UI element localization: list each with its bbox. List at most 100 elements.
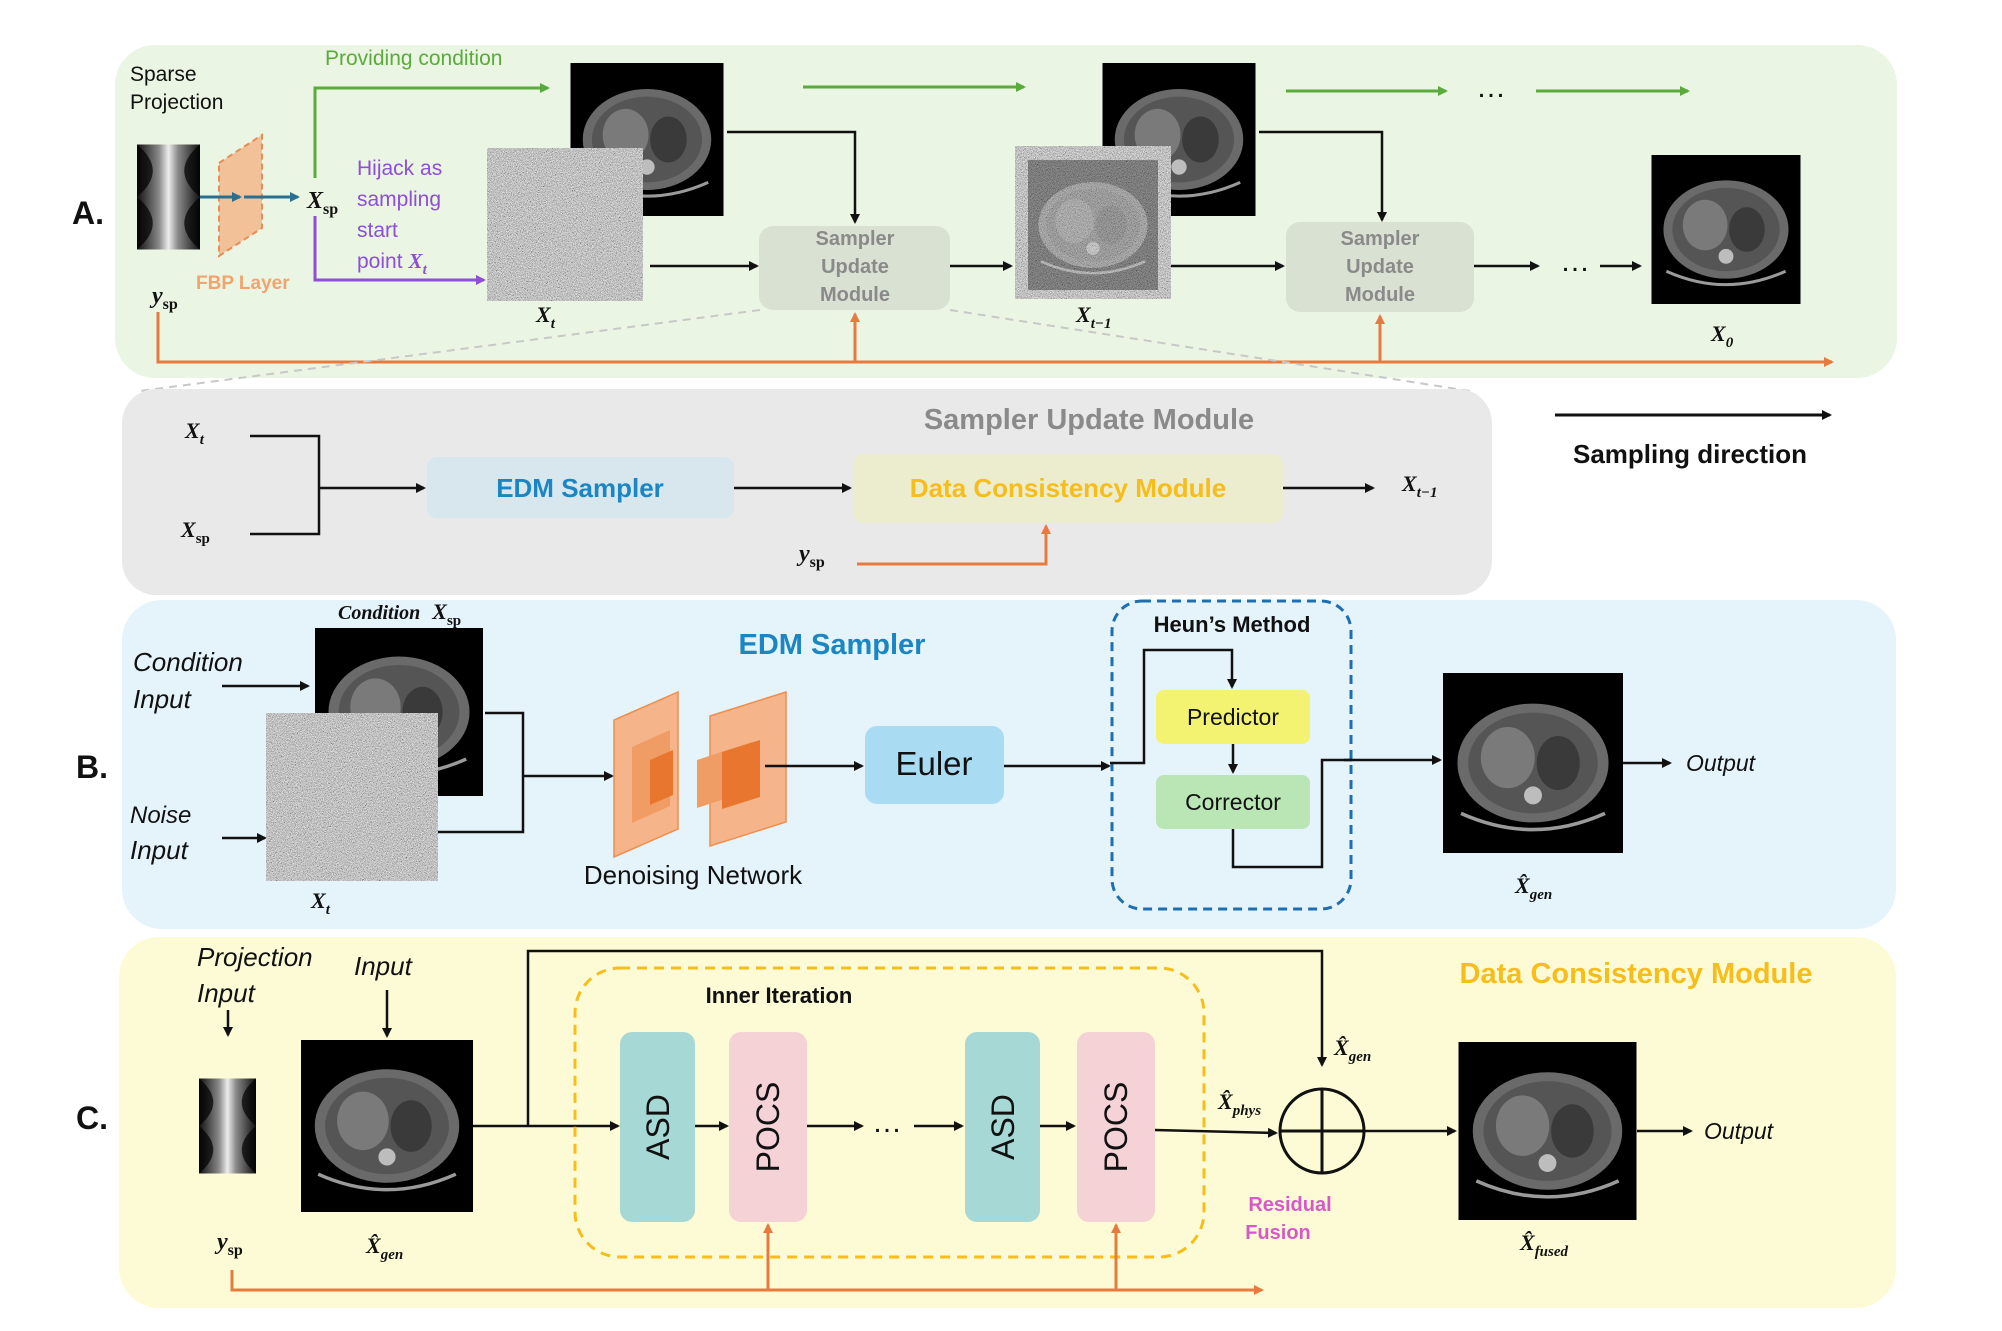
panel-a-background: [115, 45, 1897, 378]
y-sp-caption-c: ysp: [214, 1229, 243, 1259]
sum-xt-symbol: Xt: [184, 418, 205, 448]
orange-ysp-line-c: [230, 1270, 1264, 1295]
x-t1-caption: Xt−1: [1075, 302, 1111, 332]
heun-route-to-predictor: [1110, 648, 1237, 765]
xgen-caption-b: X̂gen: [1514, 873, 1552, 903]
sampler-update-module-2: [1286, 222, 1474, 312]
condition-input-label-2: Input: [133, 684, 193, 714]
panel-b-title: EDM Sampler: [739, 629, 926, 661]
hijack-label-1: Hijack as: [357, 157, 442, 180]
panel-b-letter: B.: [76, 749, 108, 785]
asd-box-2: [965, 1032, 1040, 1222]
ellipsis-c: …: [872, 1106, 902, 1139]
noise-input-label-1: Noise: [130, 802, 191, 829]
pocs-label-2: POCS: [1098, 1082, 1134, 1173]
asd-box-1: [620, 1032, 695, 1222]
y-sp-symbol: ysp: [149, 283, 178, 313]
skip-connection: [526, 949, 1327, 1126]
xgen-caption-c: X̂gen: [365, 1233, 403, 1263]
ct-output-x0: [1650, 155, 1802, 304]
denoising-network-icon: [613, 690, 787, 859]
x-phys-caption: X̂phys: [1217, 1089, 1261, 1119]
sum-xt-bracket: [250, 434, 321, 536]
x-0-caption: X0: [1710, 321, 1734, 351]
asd-label-2: ASD: [985, 1094, 1021, 1160]
corrector-label: Corrector: [1185, 789, 1281, 815]
x-t-caption-b: Xt: [310, 888, 331, 918]
noisy-image-xt: [487, 148, 643, 301]
projection-input-label-2: Input: [197, 978, 257, 1008]
residual-fusion-symbol: [1278, 1087, 1366, 1175]
residual-fusion-label-1: Residual: [1248, 1194, 1331, 1216]
sampler-update-module-1: [759, 226, 950, 310]
heuns-method-box: [1110, 599, 1353, 911]
pocs-label-1: POCS: [750, 1082, 786, 1173]
inner-iteration-box: [573, 966, 1206, 1259]
orange-ysp-line: [156, 312, 1834, 367]
output-label-b: Output: [1686, 750, 1757, 776]
zoom-line-left: [139, 309, 761, 392]
output-label-c: Output: [1704, 1118, 1775, 1144]
sampler-update-module-2-line1: Sampler: [1341, 228, 1420, 250]
euler-box: [865, 726, 1004, 804]
hijack-label-2: sampling: [357, 188, 441, 211]
ellipsis-top: …: [1476, 71, 1506, 104]
ct-faint-overlay: [1026, 160, 1160, 290]
ellipsis-bottom: …: [1560, 245, 1590, 278]
pocs-box-2: [1077, 1032, 1155, 1222]
corrector-box: [1156, 775, 1310, 829]
pocs-box-1: [729, 1032, 807, 1222]
sum-detail-title: Sampler Update Module: [924, 404, 1254, 436]
inner-iteration-label: Inner Iteration: [706, 983, 853, 1008]
heun-route-out: [1231, 758, 1352, 869]
sampling-direction-label: Sampling direction: [1573, 439, 1807, 469]
sum-dcm-label: Data Consistency Module: [910, 473, 1226, 503]
x-gen-caption-fusion: X̂gen: [1333, 1035, 1371, 1065]
zoom-line-right: [949, 309, 1471, 392]
x-sp-symbol: Xsp: [306, 188, 338, 218]
sum-xt1-symbol: Xt−1: [1401, 471, 1437, 501]
hijack-label-3: start: [357, 219, 398, 242]
denoising-network-label: Denoising Network: [584, 860, 803, 890]
b-cond-connector: [485, 711, 525, 776]
residual-fusion-label-2: Fusion: [1245, 1222, 1311, 1244]
panel-c-title: Data Consistency Module: [1460, 958, 1813, 990]
sampler-update-module-2-line3: Module: [1345, 284, 1415, 306]
sampler-update-module-1-line1: Sampler: [816, 228, 895, 250]
arrow-cond-to-sampler-1: [727, 130, 860, 224]
b-noise-connector: [438, 776, 525, 834]
panel-c-letter: C.: [76, 1100, 108, 1136]
asd-label-1: ASD: [640, 1094, 676, 1160]
projection-input-label-1: Projection: [197, 942, 313, 972]
sampler-update-module-1-line2: Update: [821, 256, 889, 278]
arrow-pocs2-to-fusion: [1154, 1127, 1278, 1138]
hijack-arrow: [313, 216, 486, 285]
sum-ysp-symbol: ysp: [796, 541, 825, 571]
x-t-caption: Xt: [535, 302, 556, 332]
sum-edm-sampler-box: [427, 457, 734, 518]
noise-image-b: [266, 713, 438, 881]
euler-label: Euler: [895, 745, 972, 782]
arrow-cond-to-sampler-2: [1259, 130, 1387, 222]
sum-dcm-box: [853, 454, 1283, 523]
x-fused-caption: X̂fused: [1519, 1230, 1569, 1260]
providing-condition-label: Providing condition: [325, 47, 502, 70]
ct-xgen-image-b: [1443, 673, 1623, 853]
sum-xsp-symbol: Xsp: [180, 517, 210, 547]
ct-xfused-image: [1458, 1042, 1637, 1220]
noise-input-label-2: Input: [130, 835, 190, 865]
projection-sinogram-c: [199, 1078, 256, 1174]
sparse-projection-label-2: Projection: [130, 91, 223, 114]
sum-orange-arrow: [857, 524, 1051, 566]
input-label-c: Input: [354, 951, 414, 981]
predictor-box: [1156, 690, 1310, 744]
providing-condition-arrow: [313, 83, 550, 178]
ct-xgen-image-c: [301, 1040, 473, 1212]
sum-detail-background: [122, 389, 1492, 595]
fbp-layer-label: FBP Layer: [196, 273, 290, 294]
condition-input-label-1: Condition: [133, 647, 243, 677]
sampler-update-module-2-line2: Update: [1346, 256, 1414, 278]
